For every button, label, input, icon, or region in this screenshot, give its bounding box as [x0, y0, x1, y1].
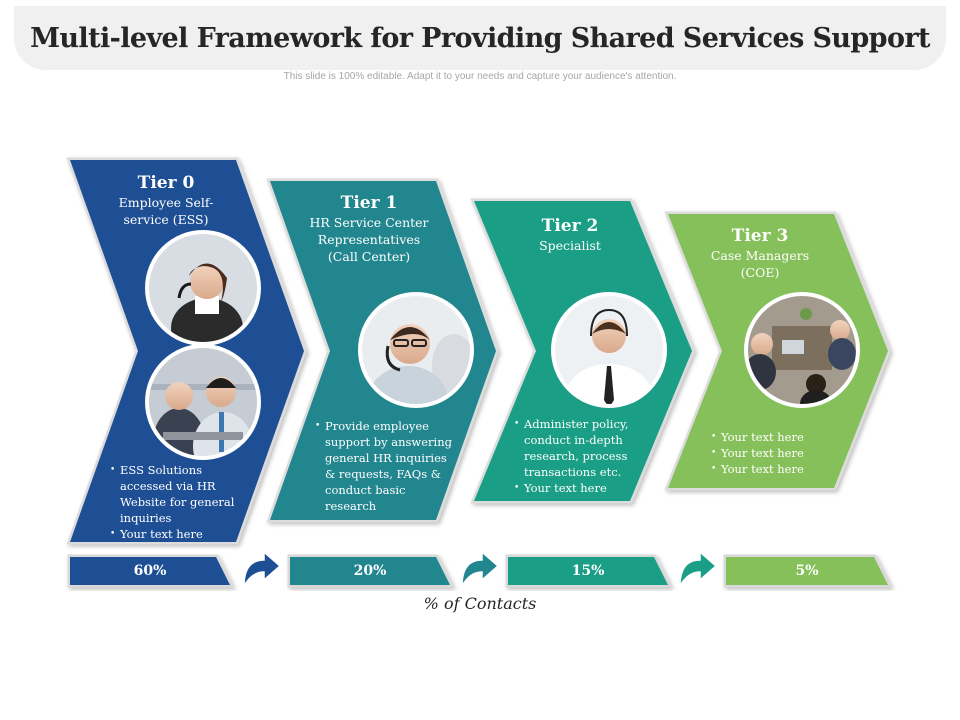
tier-2-bullet-1: Administer policy, conduct in-depth rese… [514, 416, 644, 480]
office-workers-photo-ring [145, 344, 261, 460]
tier-2-header: Tier 2 Specialist [500, 215, 640, 254]
title-bar: Multi-level Framework for Providing Shar… [14, 6, 946, 70]
tier-1-bullets: Provide employee support by answering ge… [315, 418, 455, 514]
tier-0-role-line-2: service (ESS) [123, 212, 209, 227]
tier-1-role-line-2: Representatives [317, 232, 421, 247]
tier-0-percent-bar [70, 557, 230, 585]
tier-0-role-line-1: Employee Self- [118, 195, 214, 210]
tier-3-bullets: Your text here Your text here Your text … [711, 429, 841, 477]
tier-3-role-line-1: Case Managers [710, 248, 810, 263]
tier-1-name: Tier 1 [340, 193, 398, 213]
tier-0-bullets: ESS Solutions accessed via HR Website fo… [110, 462, 240, 542]
tier-0-name: Tier 0 [137, 173, 195, 193]
team-meeting-photo [744, 292, 860, 408]
tier-1-header: Tier 1 HR Service Center Representatives… [294, 192, 444, 265]
curved-arrow-icon [679, 550, 718, 589]
tier-3-name: Tier 3 [731, 226, 789, 246]
tier-2-bullets: Administer policy, conduct in-depth rese… [514, 416, 644, 496]
subtitle: This slide is 100% editable. Adapt it to… [283, 71, 677, 82]
tier-2-role-line-1: Specialist [539, 238, 601, 253]
tier-3-role-line-2: (COE) [740, 265, 780, 280]
specialist-headset-photo [551, 292, 667, 408]
tier-0-percent: 60% [133, 563, 167, 579]
tier-2-percent: 15% [571, 563, 605, 579]
tier-3-bullet-3: Your text here [711, 461, 841, 477]
tier-1-role-line-3: (Call Center) [327, 249, 411, 264]
tier-3-bullet-1: Your text here [711, 429, 841, 445]
tier-0-bullet-2: Your text here [110, 526, 240, 542]
tier-2-percent-bar [508, 557, 668, 585]
specialist-headset-photo-ring [551, 292, 667, 408]
tier-1-percent-bar [290, 557, 450, 585]
contacts-label: % of Contacts [423, 594, 537, 613]
tier-2-bullet-2: Your text here [514, 480, 644, 496]
call-center-agent-photo [145, 230, 261, 346]
tier-3-header: Tier 3 Case Managers (COE) [690, 225, 830, 281]
tier-2-name: Tier 2 [541, 216, 599, 236]
headset-team-photo-ring [358, 292, 474, 408]
team-meeting-photo-ring [744, 292, 860, 408]
tier-3-bullet-2: Your text here [711, 445, 841, 461]
curved-arrow-icon [461, 550, 500, 589]
tier-0-header: Tier 0 Employee Self- service (ESS) [96, 172, 236, 228]
page-title: Multi-level Framework for Providing Shar… [30, 22, 930, 54]
tier-3-percent: 5% [795, 563, 819, 579]
curved-arrow-icon [243, 550, 282, 589]
tier-1-role-line-1: HR Service Center [309, 215, 429, 230]
tier-1-bullet-1: Provide employee support by answering ge… [315, 418, 455, 514]
headset-team-photo [358, 292, 474, 408]
tier-1-percent: 20% [353, 563, 387, 579]
tier-0-bullet-1: ESS Solutions accessed via HR Website fo… [110, 462, 240, 526]
office-workers-photo [145, 344, 261, 460]
tier-3-percent-bar [726, 557, 888, 585]
